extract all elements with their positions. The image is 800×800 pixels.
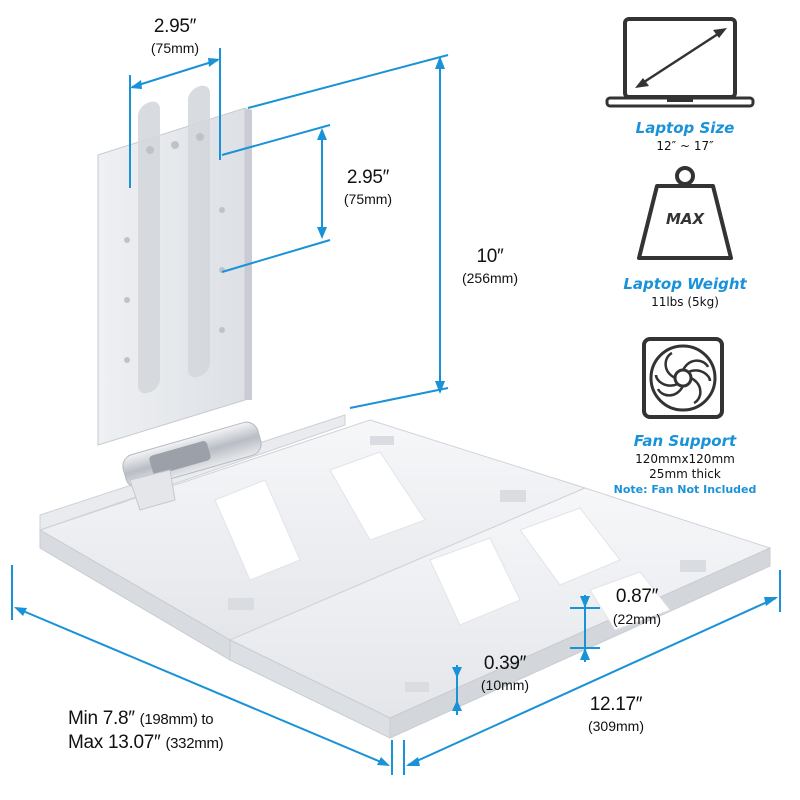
mount-height-sub: (75mm): [343, 191, 393, 207]
lip-height-label: 0.39″: [483, 653, 527, 674]
mount-height-label: 2.95″: [346, 167, 390, 188]
weight-badge: MAX: [665, 210, 705, 228]
width-min-main: Min 7.8″: [68, 708, 135, 729]
hinge: [122, 421, 262, 511]
fan-support-size: 120mmx120mm: [635, 452, 735, 466]
laptop-weight-title: Laptop Weight: [623, 275, 747, 293]
fan-icon: [642, 337, 724, 419]
weight-icon: [637, 166, 733, 260]
width-min-label: Min 7.8″ (198mm) to: [68, 708, 214, 730]
dimension-lines: [11, 48, 781, 775]
total-height-label: 10″: [476, 246, 504, 267]
laptop-weight-value: 11lbs (5kg): [651, 295, 719, 309]
total-height-sub: (256mm): [461, 270, 518, 286]
depth-sub: (309mm): [587, 718, 644, 734]
fan-support-note: Note: Fan Not Included: [613, 483, 757, 496]
side-height-label: 0.87″: [615, 586, 659, 607]
mount-width-sub: (75mm): [150, 40, 200, 56]
laptop-size-value: 12″ ~ 17″: [656, 139, 714, 153]
width-max-main: Max 13.07″: [68, 732, 161, 753]
depth-label: 12.17″: [589, 694, 643, 715]
mount-width-label: 2.95″: [153, 16, 197, 37]
vesa-plate: [97, 85, 252, 446]
laptop-icon: [605, 17, 755, 108]
laptop-size-title: Laptop Size: [635, 119, 735, 137]
side-height-sub: (22mm): [612, 611, 662, 627]
fan-support-title: Fan Support: [633, 432, 737, 450]
lip-height-sub: (10mm): [480, 677, 530, 693]
fan-support-thickness: 25mm thick: [649, 467, 721, 481]
width-min-sub: (198mm) to: [139, 711, 214, 728]
width-max-sub: (332mm): [165, 735, 224, 752]
width-max-label: Max 13.07″ (332mm): [68, 732, 224, 754]
